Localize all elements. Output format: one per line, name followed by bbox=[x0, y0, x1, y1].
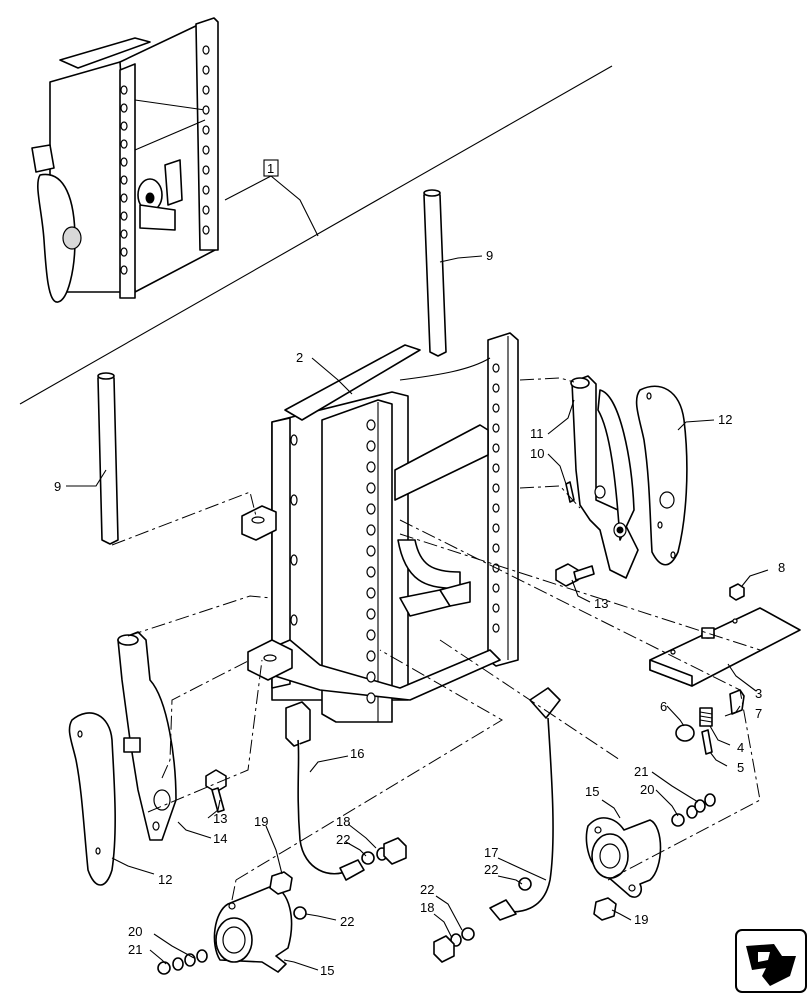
sensor-17 bbox=[489, 687, 561, 921]
separator-line bbox=[19, 65, 613, 405]
nut-8 bbox=[729, 583, 745, 601]
callout-10: 10 bbox=[530, 446, 544, 461]
callout-22-left: 22 bbox=[420, 882, 434, 897]
roll-pin-10 bbox=[565, 481, 575, 503]
bolt-13-left bbox=[205, 769, 227, 813]
callout-8: 8 bbox=[778, 560, 785, 575]
bearing-housing-15-left bbox=[213, 885, 293, 973]
callout-6: 6 bbox=[660, 699, 667, 714]
callout-18-left: 18 bbox=[420, 900, 434, 915]
assembled-view bbox=[31, 17, 219, 303]
callout-20-right: 20 bbox=[640, 782, 654, 797]
callout-12-left: 12 bbox=[158, 872, 172, 887]
pin-9-right bbox=[423, 189, 447, 357]
left-latch-arm bbox=[117, 631, 177, 841]
callout-14: 14 bbox=[213, 831, 227, 846]
small-hardware bbox=[157, 793, 716, 975]
callout-22-upper: 22 bbox=[336, 832, 350, 847]
callout-4: 4 bbox=[737, 740, 744, 755]
callout-21-left: 21 bbox=[128, 942, 142, 957]
callout-19-left: 19 bbox=[254, 814, 268, 829]
spring-4 bbox=[699, 707, 713, 727]
callout-2: 2 bbox=[296, 350, 303, 365]
bolt-13-right bbox=[555, 563, 595, 587]
callout-18-right: 18 bbox=[336, 814, 350, 829]
left-plate-12 bbox=[68, 712, 116, 886]
pin-5 bbox=[701, 729, 713, 755]
callout-9-right: 9 bbox=[486, 248, 493, 263]
right-latch-arm bbox=[570, 375, 639, 579]
callout-22-lower: 22 bbox=[340, 914, 354, 929]
svg-text:1: 1 bbox=[267, 161, 274, 176]
pin-9-left bbox=[97, 372, 119, 545]
callout-13-left: 13 bbox=[213, 811, 227, 826]
callout-16: 16 bbox=[350, 746, 364, 761]
callout-15-right: 15 bbox=[585, 784, 599, 799]
sensor-16 bbox=[285, 701, 365, 881]
callout-17: 17 bbox=[484, 845, 498, 860]
next-page-arrow-icon[interactable] bbox=[735, 929, 807, 993]
cover-plate-3 bbox=[649, 607, 801, 687]
frame-front-holes bbox=[366, 419, 376, 704]
bearing-housing-15-right bbox=[585, 817, 662, 898]
callout-11: 11 bbox=[530, 426, 544, 441]
callout-15-left: 15 bbox=[320, 963, 334, 978]
callout-22-right: 22 bbox=[484, 862, 498, 877]
callout-12-right: 12 bbox=[718, 412, 732, 427]
callout-21-right: 21 bbox=[634, 764, 648, 779]
callout-labels: 2 3 4 5 6 7 8 9 9 10 11 12 12 13 13 14 1… bbox=[54, 248, 785, 978]
callout-20-left: 20 bbox=[128, 924, 142, 939]
bolt-7 bbox=[729, 689, 745, 715]
callout-9-left: 9 bbox=[54, 479, 61, 494]
callout-1: 1 bbox=[224, 159, 319, 237]
callout-13-right: 13 bbox=[594, 596, 608, 611]
leader-lines bbox=[66, 255, 769, 971]
callout-3: 3 bbox=[755, 686, 762, 701]
right-plate-12 bbox=[635, 385, 688, 566]
callout-7: 7 bbox=[755, 706, 762, 721]
hitch-frame bbox=[241, 332, 519, 723]
assembled-holes bbox=[120, 45, 210, 275]
o-ring-6 bbox=[675, 724, 695, 742]
assembly-lines bbox=[111, 377, 761, 901]
callout-19-right: 19 bbox=[634, 912, 648, 927]
callout-5: 5 bbox=[737, 760, 744, 775]
frame-rear-holes bbox=[492, 363, 500, 633]
